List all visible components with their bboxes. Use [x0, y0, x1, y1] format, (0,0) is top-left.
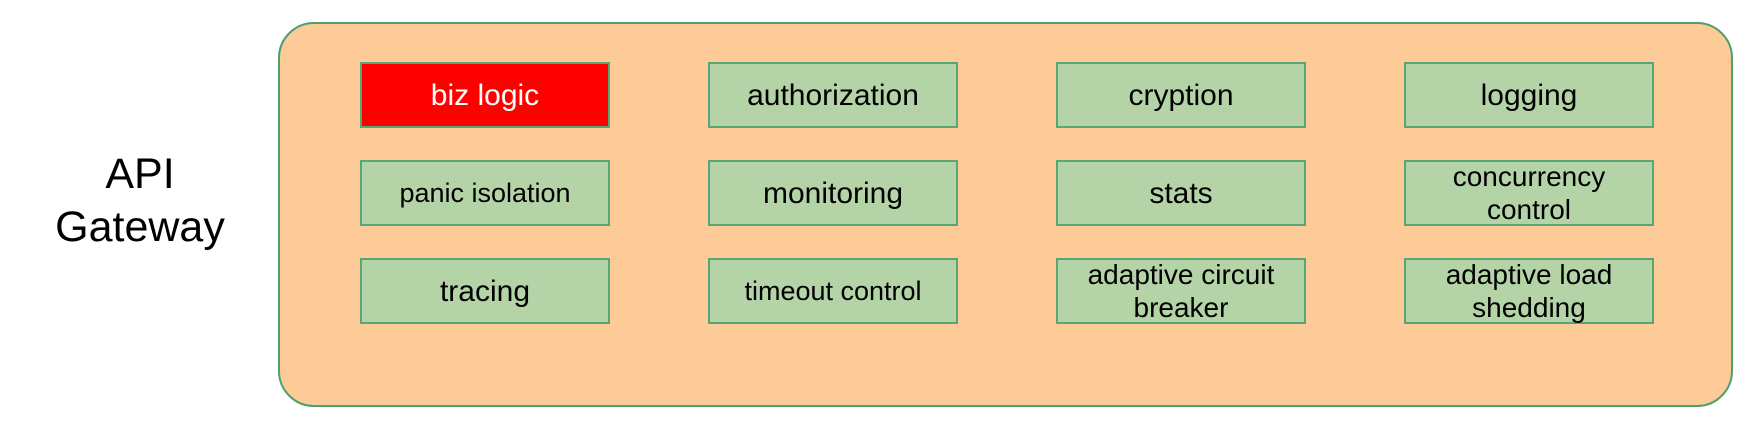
capability-box[interactable]: cryption: [1056, 62, 1306, 128]
api-gateway-label: API Gateway: [55, 150, 225, 251]
capability-box[interactable]: panic isolation: [360, 160, 610, 226]
capability-box[interactable]: biz logic: [360, 62, 610, 128]
capability-box[interactable]: stats: [1056, 160, 1306, 226]
capability-box[interactable]: timeout control: [708, 258, 958, 324]
capability-box[interactable]: authorization: [708, 62, 958, 128]
capability-box[interactable]: logging: [1404, 62, 1654, 128]
capability-box[interactable]: adaptive load shedding: [1404, 258, 1654, 324]
capability-box[interactable]: tracing: [360, 258, 610, 324]
capability-box[interactable]: monitoring: [708, 160, 958, 226]
api-gateway-container: biz logic authorization cryption logging pan…: [278, 22, 1733, 407]
capability-box[interactable]: concurrency control: [1404, 160, 1654, 226]
capability-box[interactable]: adaptive circuit breaker: [1056, 258, 1306, 324]
capability-grid: biz logic authorization cryption logging pan…: [360, 62, 1655, 324]
